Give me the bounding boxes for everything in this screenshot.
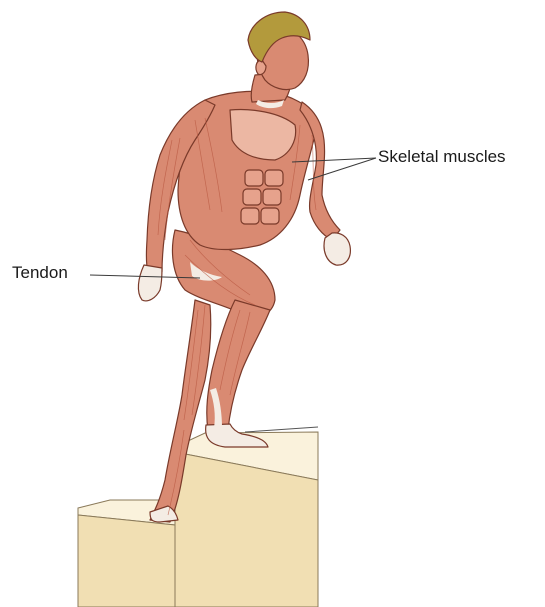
left-hand: [138, 265, 162, 301]
muscular-figure: [138, 12, 350, 522]
skeletal-muscles-label: Skeletal muscles: [378, 147, 506, 167]
stair-lower-riser: [78, 515, 175, 607]
ab-segment: [241, 208, 259, 224]
tendon-label: Tendon: [12, 263, 68, 283]
ab-segment: [261, 208, 279, 224]
staircase: [78, 427, 318, 607]
ab-segment: [263, 189, 281, 205]
ab-segment: [243, 189, 261, 205]
ab-segment: [265, 170, 283, 186]
right-fist: [324, 233, 350, 265]
stair-top-edge-line: [245, 427, 318, 432]
ab-segment: [245, 170, 263, 186]
